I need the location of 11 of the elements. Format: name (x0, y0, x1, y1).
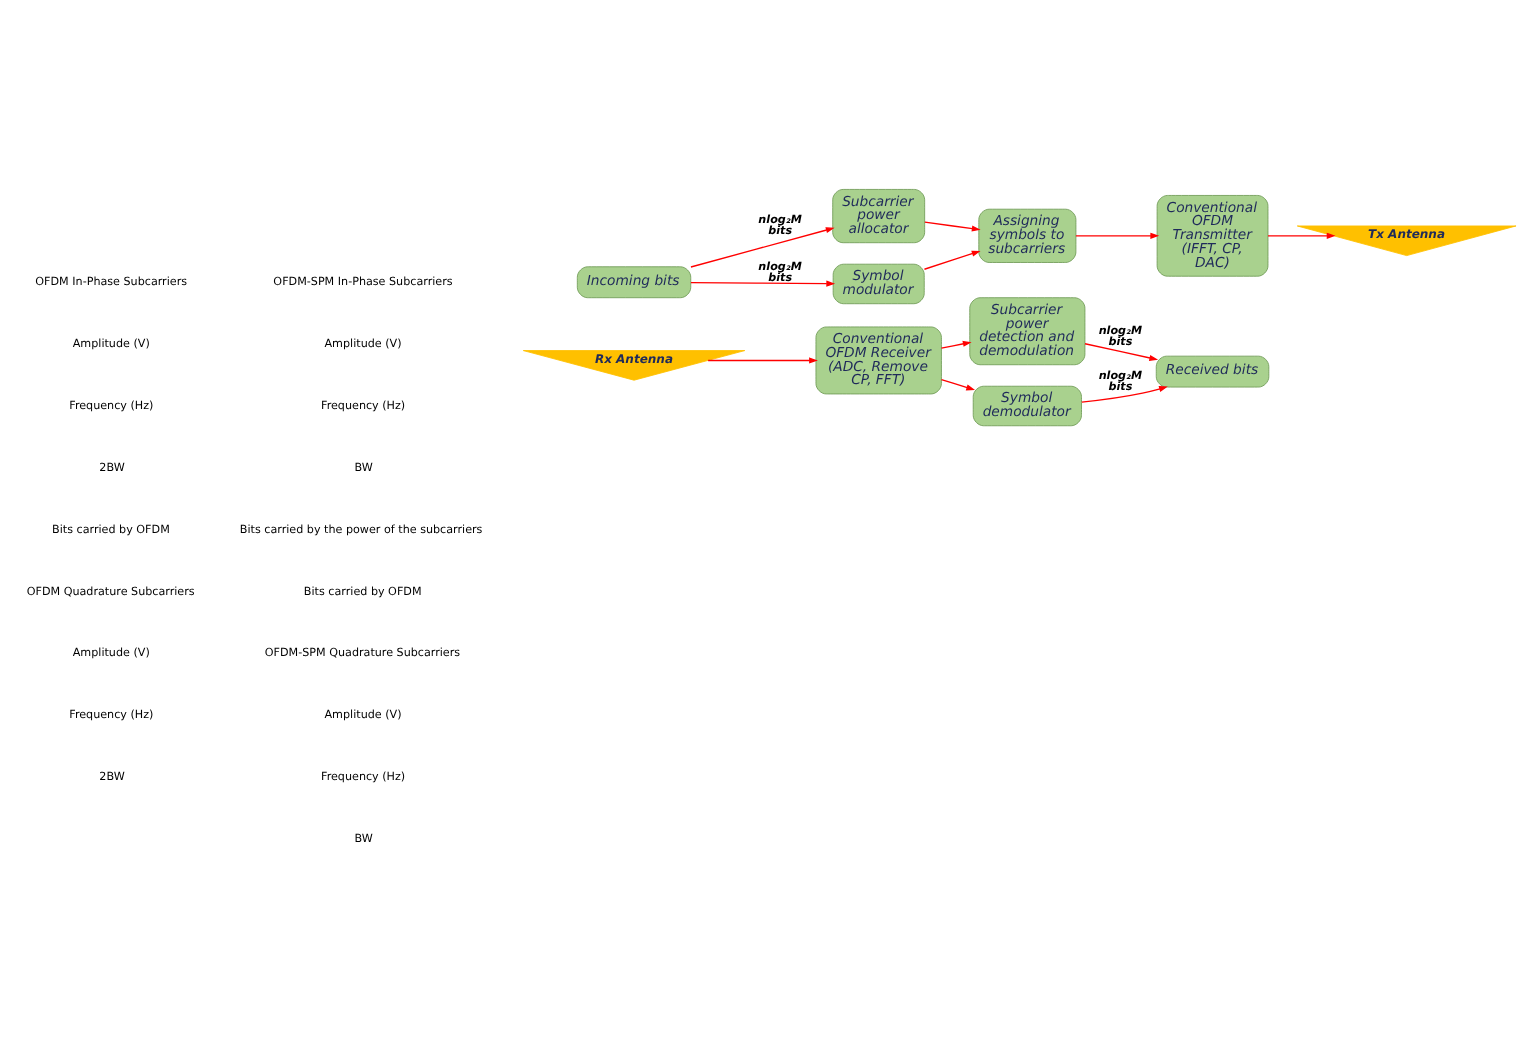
arrow (940, 340, 972, 349)
arrow (690, 227, 835, 268)
arrow (924, 221, 981, 232)
arrow (1081, 386, 1168, 403)
arrow (940, 378, 976, 391)
arrow (1084, 343, 1159, 361)
arrow (1075, 232, 1160, 239)
arrow (1267, 232, 1336, 239)
arrow (923, 250, 981, 270)
arrow (707, 357, 818, 364)
arrow (690, 280, 836, 287)
